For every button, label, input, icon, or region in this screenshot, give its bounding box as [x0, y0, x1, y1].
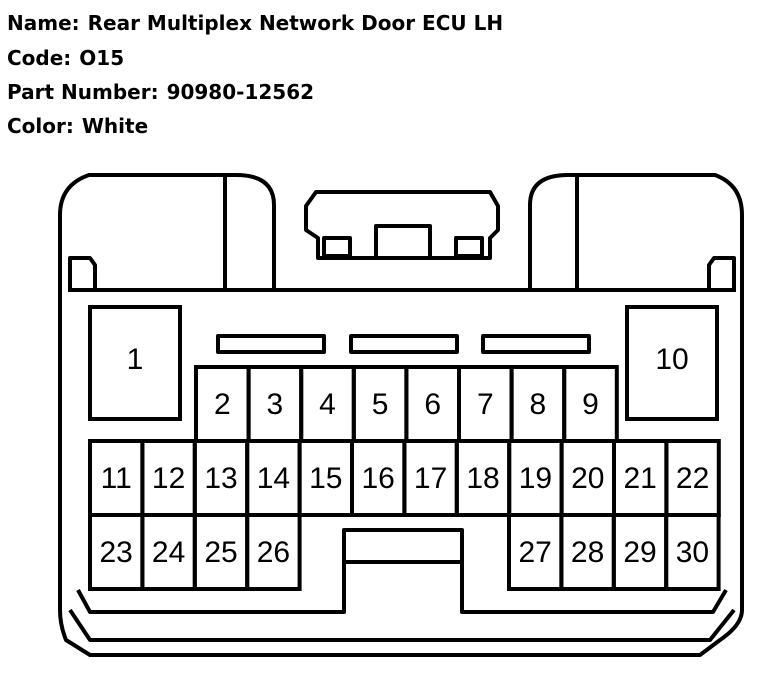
pin-label-2: 2 [214, 388, 231, 421]
pin-label-12: 12 [152, 462, 185, 495]
pin-label-24: 24 [152, 536, 185, 569]
part-number-label: Part Number: [7, 80, 159, 104]
pin-label-7: 7 [477, 388, 494, 421]
pin-label-30: 30 [676, 536, 709, 569]
pin-label-28: 28 [571, 536, 604, 569]
pin-cavity-1 [88, 305, 182, 421]
connector-code-line: Code: O15 [7, 46, 124, 70]
pin-label-15: 15 [309, 462, 342, 495]
side-latch-left [68, 256, 97, 290]
color-label: Color: [7, 114, 74, 138]
pin-label-5: 5 [372, 388, 389, 421]
connector-color-line: Color: White [7, 114, 148, 138]
side-latch-right [707, 256, 736, 290]
pin-label-6: 6 [424, 388, 441, 421]
pin-label-25: 25 [204, 536, 237, 569]
pin-label-10: 10 [655, 343, 688, 376]
pin-label-20: 20 [571, 462, 604, 495]
pin-label-4: 4 [319, 388, 336, 421]
pin-label-14: 14 [257, 462, 290, 495]
code-label: Code: [7, 46, 72, 70]
pin-cavity-30 [664, 513, 721, 591]
pin-label-8: 8 [530, 388, 547, 421]
pin-cavity-26 [245, 513, 302, 591]
lock-tab-window [454, 236, 484, 258]
pin-label-11: 11 [101, 462, 132, 495]
bottom-guide [76, 528, 728, 614]
pin-label-27: 27 [519, 536, 552, 569]
connector-code: O15 [79, 46, 125, 70]
connector-name-line: Name: Rear Multiplex Network Door ECU LH [7, 11, 503, 35]
bottom-base [68, 608, 736, 642]
pin-label-21: 21 [624, 462, 657, 495]
pin-label-19: 19 [519, 462, 552, 495]
part-number: 90980-12562 [166, 80, 315, 104]
connector-housing-outline [58, 173, 744, 657]
lock-tab [304, 190, 500, 260]
pin-label-9: 9 [582, 388, 599, 421]
pin-label-26: 26 [257, 536, 290, 569]
name-label: Name: [7, 11, 80, 35]
lock-tab-window [322, 236, 352, 258]
pin-label-1: 1 [127, 343, 144, 376]
slot [349, 334, 459, 354]
part-number-line: Part Number: 90980-12562 [7, 80, 314, 104]
pin-label-29: 29 [623, 536, 656, 569]
pin-label-18: 18 [466, 462, 499, 495]
pin-label-23: 23 [100, 536, 133, 569]
connector-color: White [81, 114, 149, 138]
pin-label-17: 17 [414, 462, 447, 495]
pin-cavity-10 [625, 305, 719, 421]
pin-label-3: 3 [267, 388, 284, 421]
pin-label-22: 22 [676, 462, 709, 495]
connector-name: Rear Multiplex Network Door ECU LH [87, 11, 504, 35]
pin-label-13: 13 [204, 462, 237, 495]
slot [481, 334, 591, 354]
pin-label-16: 16 [362, 462, 395, 495]
slot [216, 334, 326, 354]
lock-tab-center [374, 224, 432, 260]
